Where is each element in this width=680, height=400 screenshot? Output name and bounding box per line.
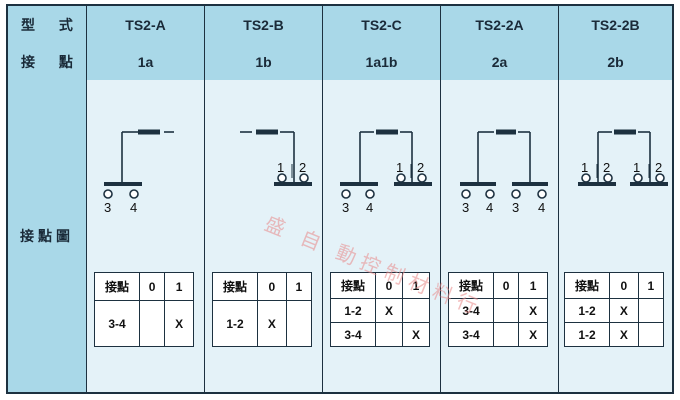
terminal-label: 4 — [130, 200, 137, 215]
table-cell: X — [375, 298, 403, 323]
table-header-cell: 1 — [164, 272, 194, 301]
diagram-1a1b: 3 4 1 2 — [340, 129, 432, 215]
terminal-label: 4 — [486, 200, 493, 215]
terminal-label: 1 — [633, 160, 640, 175]
table-cell — [637, 298, 665, 323]
model-name: TS2-A — [86, 6, 204, 44]
table-cell: 3-4 — [94, 300, 140, 347]
terminal-label: 1 — [396, 160, 403, 175]
table-cell: 1-2 — [564, 298, 610, 323]
table-header-cell: 0 — [138, 272, 166, 301]
table-cell: 1-2 — [212, 300, 258, 347]
table-cell: 1-2 — [564, 322, 610, 347]
terminal-label: 4 — [366, 200, 373, 215]
table-cell: 3-4 — [448, 322, 494, 347]
truth-table: 接點 0 1 1-2 X 1-2 X — [564, 272, 665, 347]
table-header-cell: 1 — [518, 272, 548, 299]
model-row: 型 式 TS2-A TS2-B TS2-C TS2-2A TS2-2B — [8, 6, 672, 46]
contact-type: 1b — [204, 44, 322, 80]
terminal-label: 3 — [342, 200, 349, 215]
table-cell: 3-4 — [330, 322, 376, 347]
table-cell — [375, 322, 403, 347]
truth-table: 接點 0 1 3-4 X — [94, 272, 194, 347]
contact-type: 2a — [440, 44, 558, 80]
terminal-label: 2 — [417, 160, 424, 175]
table-cell — [138, 300, 166, 347]
table-header-cell: 0 — [492, 272, 520, 299]
table-header-cell: 0 — [609, 272, 639, 299]
diagram-2a: 3 4 3 4 — [460, 129, 548, 215]
terminal-label: 3 — [512, 200, 519, 215]
truth-table: 接點 0 1 1-2 X 3-4 X — [330, 272, 430, 347]
table-cell: X — [609, 322, 639, 347]
table-header-cell: 1 — [402, 272, 430, 299]
type-label: 型 式 — [21, 17, 83, 33]
table-cell: X — [164, 300, 194, 347]
terminal-label: 1 — [277, 160, 284, 175]
table-cell: 3-4 — [448, 298, 494, 323]
model-name: TS2-2B — [558, 6, 672, 44]
truth-table: 接點 0 1 1-2 X — [212, 272, 313, 347]
table-cell — [492, 298, 520, 323]
contact-type: 1a1b — [322, 44, 440, 80]
model-name: TS2-2A — [440, 6, 558, 44]
diagram-1b: 1 2 — [240, 129, 312, 186]
terminal-label: 3 — [104, 200, 111, 215]
truth-table: 接點 0 1 3-4 X 3-4 X — [448, 272, 548, 347]
model-name: TS2-C — [322, 6, 440, 44]
terminal-label: 4 — [538, 200, 545, 215]
table-cell: X — [402, 322, 430, 347]
diagram-2b: 1 2 1 2 — [578, 129, 668, 186]
diagram-label: 接點圖 — [8, 80, 86, 392]
table-cell — [637, 322, 665, 347]
table-header-cell: 接點 — [94, 272, 140, 301]
terminal-label: 2 — [655, 160, 662, 175]
table-header-cell: 接點 — [564, 272, 610, 299]
terminal-label: 3 — [462, 200, 469, 215]
table-header-cell: 接點 — [212, 272, 258, 301]
diagram-1a: 3 4 — [103, 129, 174, 215]
diagram-row: 接點圖 3 4 — [8, 80, 672, 392]
contact-row: 接 點 1a 1b 1a1b 2a 2b — [8, 44, 672, 82]
table-cell: X — [609, 298, 639, 323]
table-cell — [492, 322, 520, 347]
table-header-cell: 1 — [637, 272, 665, 299]
spec-table: 型 式 TS2-A TS2-B TS2-C TS2-2A TS2-2B 接 點 … — [6, 4, 674, 394]
terminal-label: 2 — [299, 160, 306, 175]
table-cell: X — [518, 298, 548, 323]
table-cell: X — [257, 300, 287, 347]
table-cell — [285, 300, 313, 347]
model-name: TS2-B — [204, 6, 322, 44]
terminal-label: 1 — [581, 160, 588, 175]
contact-type: 2b — [558, 44, 672, 80]
contact-diagrams: 3 4 1 2 — [103, 129, 668, 215]
table-cell: X — [518, 322, 548, 347]
table-cell: 1-2 — [330, 298, 376, 323]
terminal-label: 2 — [603, 160, 610, 175]
contact-type: 1a — [86, 44, 204, 80]
table-header-cell: 1 — [285, 272, 313, 301]
table-cell — [402, 298, 430, 323]
contact-label: 接 點 — [21, 54, 83, 70]
table-header-cell: 0 — [257, 272, 287, 301]
